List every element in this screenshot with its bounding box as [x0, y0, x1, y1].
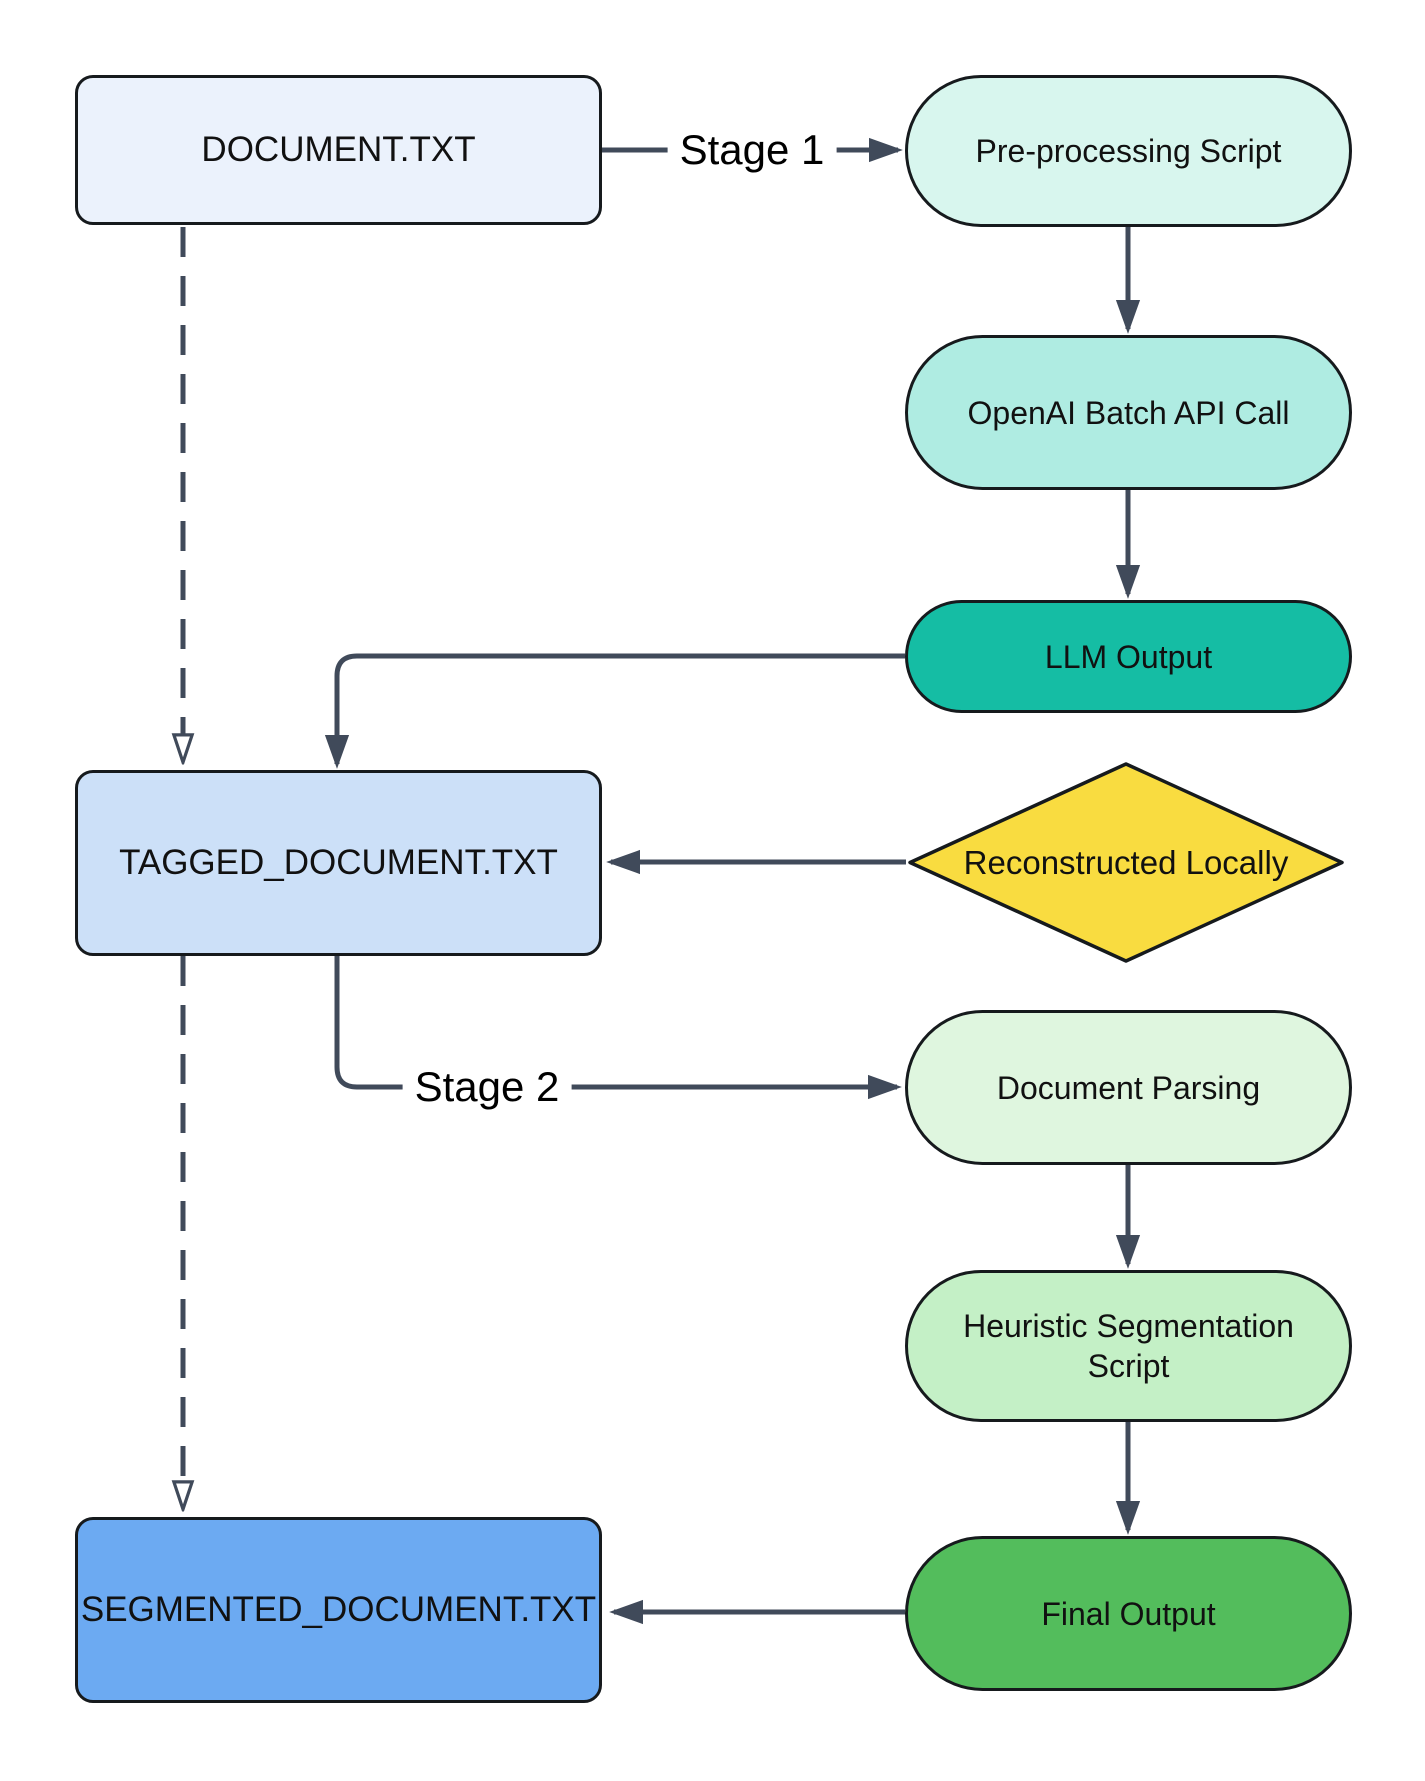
node-document-txt: DOCUMENT.TXT	[75, 75, 602, 225]
node-label: DOCUMENT.TXT	[201, 130, 476, 170]
node-label: LLM Output	[1044, 638, 1213, 675]
node-preprocessing-script: Pre-processing Script	[905, 75, 1352, 227]
node-reconstructed-locally-decision: Reconstructed Locally	[906, 760, 1346, 965]
edge-llm-output-to-tagged	[324, 653, 905, 769]
edge-tagged-to-parsing	[334, 956, 902, 1100]
node-label: OpenAI Batch API Call	[967, 394, 1290, 431]
node-label: Document Parsing	[996, 1069, 1261, 1106]
node-document-parsing: Document Parsing	[905, 1010, 1352, 1165]
node-label: Reconstructed Locally	[963, 843, 1289, 881]
node-openai-batch-api-call: OpenAI Batch API Call	[905, 335, 1352, 490]
node-segmented-document-txt: SEGMENTED_DOCUMENT.TXT	[75, 1517, 602, 1703]
node-label: Heuristic Segmentation Script	[963, 1308, 1294, 1384]
node-label: Pre-processing Script	[975, 133, 1282, 169]
node-label: TAGGED_DOCUMENT.TXT	[119, 843, 558, 883]
node-label: SEGMENTED_DOCUMENT.TXT	[80, 1590, 597, 1630]
node-heuristic-segmentation-script: Heuristic Segmentation Script	[905, 1270, 1352, 1422]
node-final-output: Final Output	[905, 1536, 1352, 1691]
diamond-shape	[908, 762, 1344, 963]
node-label: Final Output	[1041, 1595, 1216, 1632]
node-tagged-document-txt: TAGGED_DOCUMENT.TXT	[75, 770, 602, 956]
edge-label-stage-1: Stage 1	[667, 124, 837, 176]
node-llm-output: LLM Output	[905, 600, 1352, 713]
edge-label-stage-2: Stage 2	[402, 1061, 572, 1113]
